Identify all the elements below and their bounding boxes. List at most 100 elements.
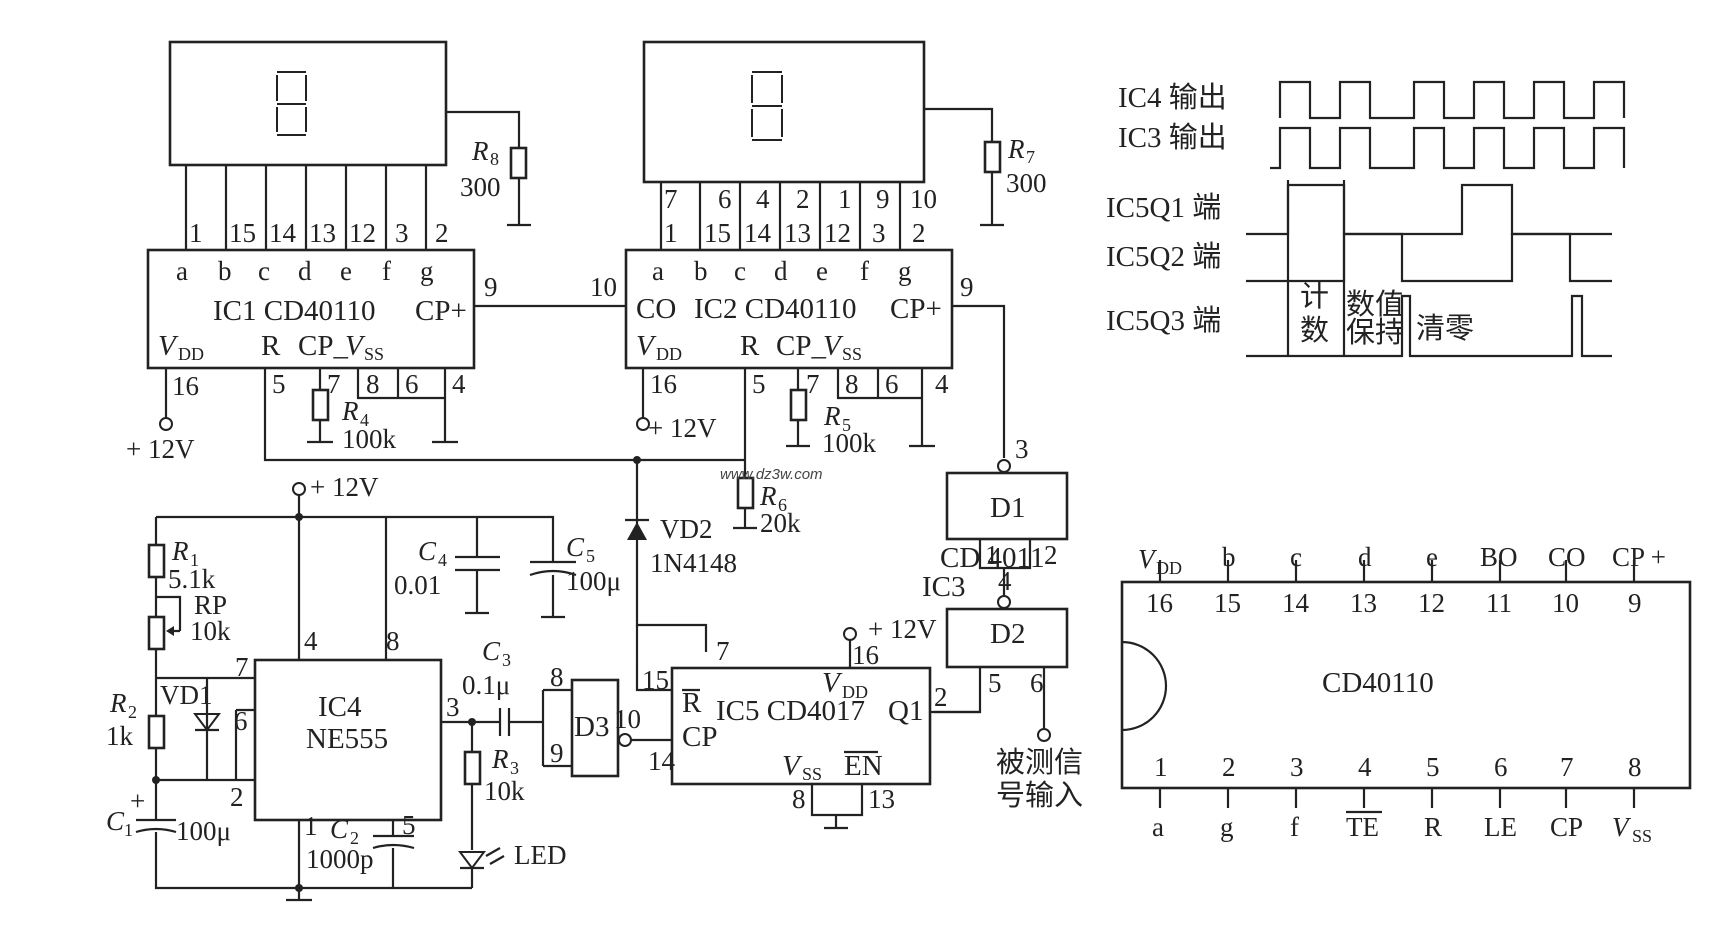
svg-text:2: 2: [435, 218, 449, 248]
svg-text:V: V: [823, 330, 844, 362]
cd40110-pinout: CD40110 16 15 14 13 12 11 10 9 V DD b c …: [1120, 542, 1692, 846]
pinout-chip-name: CD40110: [1322, 667, 1434, 699]
svg-text:SS: SS: [364, 344, 384, 364]
svg-text:d: d: [298, 256, 312, 286]
svg-text:C: C: [330, 814, 349, 844]
svg-text:R: R: [823, 401, 841, 431]
svg-text:数: 数: [1300, 314, 1329, 347]
svg-text:1k: 1k: [106, 721, 134, 751]
svg-text:a: a: [652, 256, 664, 286]
svg-text:5: 5: [842, 415, 851, 435]
svg-text:100μ: 100μ: [176, 816, 231, 846]
svg-text:7: 7: [806, 369, 820, 399]
svg-text:12: 12: [1418, 588, 1445, 618]
ic1-cp-plus: CP+: [415, 295, 467, 327]
svg-text:e: e: [1426, 542, 1438, 572]
svg-text:7: 7: [716, 636, 730, 666]
svg-text:VD1: VD1: [160, 680, 213, 710]
svg-text:CD 4011: CD 4011: [940, 542, 1044, 574]
svg-text:V: V: [822, 667, 843, 699]
svg-text:16: 16: [172, 371, 199, 401]
svg-text:c: c: [258, 256, 270, 286]
svg-text:+ 12V: + 12V: [310, 472, 379, 502]
svg-text:8: 8: [386, 626, 400, 656]
watermark: www.dz3w.com: [720, 466, 823, 483]
svg-text:c: c: [1290, 542, 1302, 572]
svg-text:2: 2: [1222, 752, 1236, 782]
svg-text:16: 16: [1146, 588, 1173, 618]
svg-text:R: R: [341, 396, 359, 426]
svg-text:1: 1: [985, 540, 999, 570]
svg-text:5: 5: [1426, 752, 1440, 782]
svg-text:10: 10: [1552, 588, 1579, 618]
svg-text:8: 8: [366, 369, 380, 399]
svg-text:C: C: [566, 532, 585, 562]
svg-text:9: 9: [1628, 588, 1642, 618]
svg-text:8: 8: [550, 662, 564, 692]
svg-text:9: 9: [960, 272, 974, 302]
svg-text:3: 3: [510, 758, 519, 778]
svg-text:4: 4: [304, 626, 318, 656]
ic4-chip: IC4 NE555: [253, 658, 443, 822]
svg-text:+: +: [130, 786, 145, 816]
svg-text:14: 14: [744, 218, 772, 248]
svg-text:0.1μ: 0.1μ: [462, 670, 510, 700]
timing-waveforms: 计 数 数值 保持 清零: [1246, 80, 1626, 358]
svg-text:CP: CP: [1550, 812, 1583, 842]
svg-text:+ 12V: + 12V: [868, 614, 937, 644]
svg-text:LED: LED: [514, 840, 566, 870]
svg-text:2: 2: [934, 682, 948, 712]
svg-text:R: R: [1424, 812, 1442, 842]
svg-text:RP: RP: [194, 590, 227, 620]
svg-text:V: V: [1138, 544, 1158, 574]
timing-row-q2: IC5Q2 端: [1106, 240, 1221, 273]
svg-text:CP_: CP_: [298, 330, 348, 362]
svg-text:7: 7: [1026, 147, 1035, 167]
svg-text:100μ: 100μ: [566, 566, 621, 596]
timing-row-ic3: IC3 输出: [1118, 121, 1227, 154]
svg-text:EN: EN: [844, 750, 883, 782]
svg-text:d: d: [1358, 542, 1372, 572]
svg-text:清零: 清零: [1416, 312, 1474, 345]
svg-text:CO: CO: [1548, 542, 1586, 572]
svg-text:100k: 100k: [342, 424, 397, 454]
svg-text:6: 6: [1030, 668, 1044, 698]
svg-text:数值: 数值: [1346, 288, 1404, 321]
svg-text:SS: SS: [1632, 826, 1652, 846]
svg-text:DD: DD: [178, 344, 204, 364]
svg-text:b: b: [218, 256, 232, 286]
svg-text:+ 12V: + 12V: [126, 434, 195, 464]
gate-d2: D2: [990, 618, 1025, 650]
display-1: R 8 300: [168, 40, 531, 250]
svg-text:6: 6: [405, 369, 419, 399]
svg-text:8: 8: [792, 784, 806, 814]
svg-text:20k: 20k: [760, 508, 801, 538]
svg-text:保持: 保持: [1346, 316, 1404, 349]
svg-text:C: C: [482, 636, 501, 666]
ic1-chip: a b c d e f g IC1 CD40110 CP+ V DD R CP_…: [146, 248, 476, 370]
svg-text:2: 2: [350, 828, 359, 848]
svg-text:1: 1: [664, 218, 678, 248]
ic2-name: IC2 CD40110: [694, 293, 856, 325]
svg-text:5: 5: [272, 369, 286, 399]
svg-text:7: 7: [664, 184, 678, 214]
svg-text:4: 4: [1358, 752, 1372, 782]
svg-text:R: R: [491, 744, 509, 774]
svg-text:V: V: [158, 330, 179, 362]
ic2-chip: a b c d e f g CO IC2 CD40110 CP+ V DD R …: [624, 248, 954, 370]
timing-row-q3: IC5Q3 端: [1106, 304, 1221, 337]
vd2-diode: VD2 1N4148 7: [625, 456, 737, 666]
svg-text:1: 1: [124, 820, 133, 840]
svg-text:R: R: [109, 688, 127, 718]
svg-text:8: 8: [1628, 752, 1642, 782]
svg-text:C: C: [106, 806, 125, 836]
r8-value: 300: [460, 172, 501, 202]
svg-text:15: 15: [642, 665, 669, 695]
svg-text:14: 14: [269, 218, 297, 248]
signal-input-label-1: 被测信: [996, 746, 1083, 779]
svg-text:CO: CO: [636, 293, 676, 325]
ic1-name: IC1 CD40110: [213, 295, 375, 327]
gate-d1: D1: [990, 492, 1025, 524]
r8-sub: 8: [490, 149, 499, 169]
